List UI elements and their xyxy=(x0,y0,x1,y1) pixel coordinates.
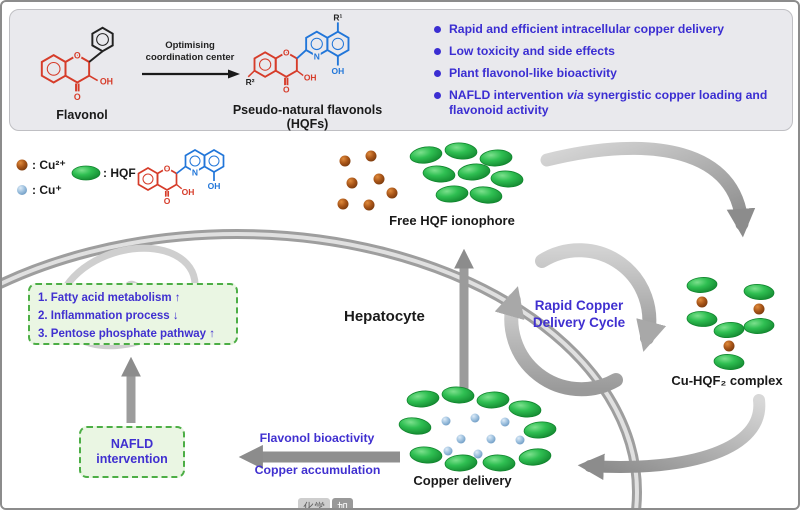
atom-label-carbonyl-o: O xyxy=(74,92,81,102)
effect-line: 2. Inflammation process ↓ xyxy=(38,309,179,322)
hqf-structure: O O OH N OH R¹ R² xyxy=(244,12,350,96)
atom-label-r2: R² xyxy=(246,77,255,87)
arrow-complex-to-cell xyxy=(577,394,766,481)
flavonol-structure: O O OH xyxy=(40,26,115,104)
atom-label-r1: R¹ xyxy=(333,12,342,22)
free-hqf-label: Free HQF ionophore xyxy=(389,213,515,228)
arrow-hqf-to-complex xyxy=(540,141,756,238)
legend-markers xyxy=(16,159,101,195)
atom-label-carbonyl-o: O xyxy=(164,196,171,206)
flavonol-label: Flavonol xyxy=(56,108,108,122)
list-item: Low toxicity and side effects xyxy=(434,44,794,60)
cycle-arrows-icon xyxy=(494,243,667,397)
copper-delivery-label: Copper delivery xyxy=(413,473,512,488)
hepatocyte-label: Hepatocyte xyxy=(344,308,425,325)
bullet-text: Plant flavonol-like bioactivity xyxy=(449,65,617,80)
watermark: 化学 加 xyxy=(298,498,353,508)
product-label: Pseudo-natural flavonols (HQFs) xyxy=(225,103,390,132)
bullet-text: NAFLD intervention via synergistic coppe… xyxy=(449,87,768,118)
atom-label-ring-o: O xyxy=(74,51,81,61)
atom-label-ring-o: O xyxy=(164,164,171,174)
cu-hqf2-label: Cu-HQF₂ complex xyxy=(671,373,783,388)
summary-panel: O O OH Flavonol Optimising coordination … xyxy=(9,9,793,131)
bullet-icon xyxy=(434,26,441,33)
atom-label-oh3: OH xyxy=(182,187,195,197)
effect-line: 1. Fatty acid metabolism ↑ xyxy=(38,292,181,304)
reaction-arrow-block: Optimising coordination center xyxy=(140,40,240,85)
watermark-part1: 化学 xyxy=(298,498,330,508)
list-item: NAFLD intervention via synergistic coppe… xyxy=(434,88,794,120)
legend-hqf-structure: O O OH N OH xyxy=(137,149,225,208)
atom-label-n: N xyxy=(314,51,320,61)
atom-label-ring-o: O xyxy=(283,48,290,58)
nafld-intervention-box: NAFLD intervention xyxy=(79,426,185,478)
legend-cu1-label: : Cu⁺ xyxy=(32,183,62,197)
atom-label-oh8: OH xyxy=(208,181,221,191)
copper-delivery-cluster xyxy=(398,386,557,472)
flow-arrows xyxy=(121,141,766,481)
effect-line: 3. Pentose phosphate pathway ↑ xyxy=(38,327,216,340)
cu2-ions-cluster xyxy=(337,150,398,211)
reaction-arrow-icon xyxy=(142,69,240,79)
product-label-line2: (HQFs) xyxy=(286,116,329,131)
product-label-line1: Pseudo-natural flavonols xyxy=(232,103,383,117)
bullet-icon xyxy=(434,69,441,77)
free-hqf-cluster xyxy=(409,142,524,204)
atom-label-oh: OH xyxy=(100,76,113,86)
flavonol-bioactivity-label: Flavonol bioactivity xyxy=(259,431,375,445)
atom-label-n: N xyxy=(192,168,198,178)
atom-label-carbonyl-o: O xyxy=(283,85,290,95)
copper-accumulation-label: Copper accumulation xyxy=(254,463,381,477)
legend-hqf-label: : HQF xyxy=(103,166,136,180)
watermark-part2: 加 xyxy=(332,498,353,508)
cycle-label: Rapid Copper Delivery Cycle xyxy=(532,298,626,330)
reaction-condition-label: Optimising coordination center xyxy=(145,40,235,63)
cu1-legend-icon xyxy=(17,185,27,195)
metabolic-effects-box: 1. Fatty acid metabolism ↑ 2. Inflammati… xyxy=(28,283,238,345)
hqf-legend-icon xyxy=(71,165,101,181)
list-item: Plant flavonol-like bioactivity xyxy=(434,66,794,82)
cu2-legend-icon xyxy=(16,159,28,171)
list-item: Rapid and efficient intracellular copper… xyxy=(434,22,794,38)
atom-label-oh3: OH xyxy=(304,73,317,83)
cu-hqf2-complex-icon xyxy=(686,277,775,370)
bullet-icon xyxy=(434,47,441,55)
bullet-text: Low toxicity and side effects xyxy=(449,43,615,58)
bullet-icon xyxy=(434,91,441,99)
atom-label-oh8: OH xyxy=(332,66,345,76)
cu1-ions-cluster xyxy=(441,413,525,459)
bullet-text: Rapid and efficient intracellular copper… xyxy=(449,22,724,36)
legend-cu2-label: : Cu²⁺ xyxy=(32,158,66,172)
highlights-list: Rapid and efficient intracellular copper… xyxy=(434,22,794,125)
